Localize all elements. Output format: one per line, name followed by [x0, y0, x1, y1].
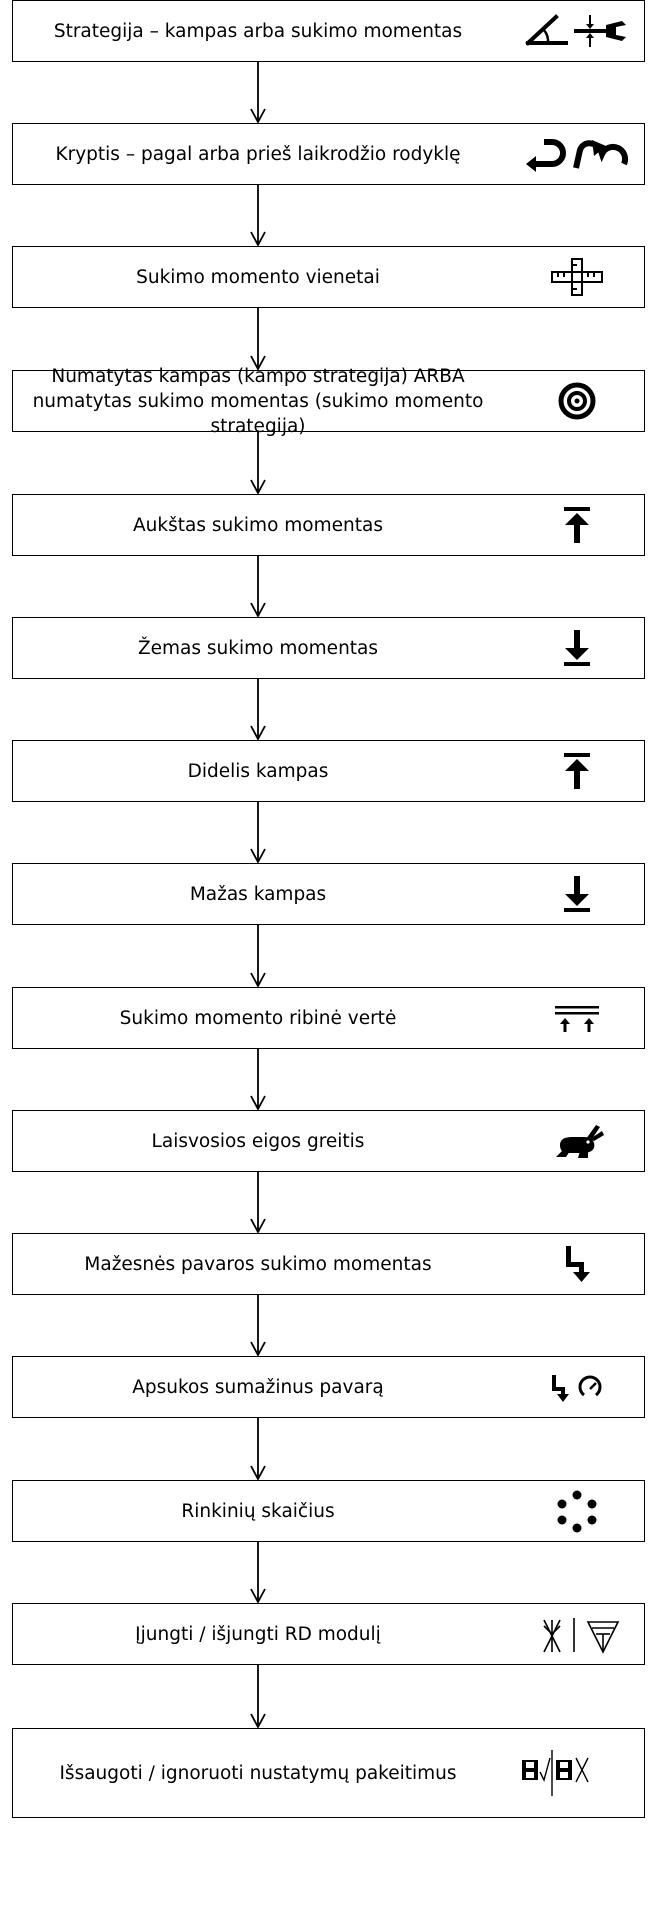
flow-step-1: Strategija – kampas arba sukimo momentas: [12, 0, 645, 62]
connector-arrow: [250, 679, 266, 740]
step-label: Žemas sukimo momentas: [137, 637, 379, 659]
rotation-direction-icon: [518, 124, 636, 184]
target-icon: [518, 371, 636, 431]
save-discard-icon: [518, 1729, 636, 1817]
step-label: Strategija – kampas arba sukimo momentas: [53, 20, 463, 42]
rf-module-icon: [518, 1604, 636, 1664]
flow-step-12: Apsukos sumažinus pavarą: [12, 1356, 645, 1418]
connector-arrow: [250, 925, 266, 987]
connector-arrow: [250, 1049, 266, 1110]
connector-arrow: [250, 308, 266, 370]
flow-step-9: Sukimo momento ribinė vertė: [12, 987, 645, 1049]
connector-arrow: [250, 62, 266, 123]
connector-arrow: [250, 556, 266, 617]
step-label: Rinkinių skaičius: [181, 1500, 335, 1522]
step-label: Apsukos sumažinus pavarą: [132, 1376, 384, 1398]
flow-step-11: Mažesnės pavaros sukimo momentas: [12, 1233, 645, 1295]
step-label: Įjungti / išjungti RD modulį: [135, 1623, 381, 1645]
low-limit-icon: [518, 864, 636, 924]
connector-arrow: [250, 1542, 266, 1603]
flow-step-14: Įjungti / išjungti RD modulį: [12, 1603, 645, 1665]
flow-step-3: Sukimo momento vienetai: [12, 246, 645, 308]
flow-step-4: Numatytas kampas (kampo strategija) ARBA…: [12, 365, 645, 437]
downshift-icon: [518, 1234, 636, 1294]
flow-step-6: Žemas sukimo momentas: [12, 617, 645, 679]
rabbit-speed-icon: [518, 1111, 636, 1171]
flow-step-15: Išsaugoti / ignoruoti nustatymų pakeitim…: [12, 1728, 645, 1818]
high-limit-icon: [518, 495, 636, 555]
flow-step-10: Laisvosios eigos greitis: [12, 1110, 645, 1172]
step-label: Laisvosios eigos greitis: [151, 1130, 365, 1152]
connector-arrow: [250, 1295, 266, 1356]
flow-step-2: Kryptis – pagal arba prieš laikrodžio ro…: [12, 123, 645, 185]
high-limit-icon: [518, 741, 636, 801]
downshift-speed-icon: [518, 1357, 636, 1417]
low-limit-icon: [518, 618, 636, 678]
connector-arrow: [250, 1665, 266, 1728]
connector-arrow: [250, 1418, 266, 1480]
torque-units-icon: [518, 247, 636, 307]
flow-step-5: Aukštas sukimo momentas: [12, 494, 645, 556]
step-label: Sukimo momento ribinė vertė: [119, 1007, 397, 1029]
connector-arrow: [250, 185, 266, 246]
step-label: Numatytas kampas (kampo strategija) ARBA…: [32, 365, 484, 437]
step-label: Kryptis – pagal arba prieš laikrodžio ro…: [55, 143, 461, 165]
threshold-icon: [518, 988, 636, 1048]
connector-arrow: [250, 1172, 266, 1233]
step-label: Sukimo momento vienetai: [136, 266, 380, 288]
connector-arrow: [250, 802, 266, 863]
step-label: Mažesnės pavaros sukimo momentas: [84, 1253, 432, 1275]
angle-torque-strategy-icon: [518, 1, 636, 61]
step-label: Didelis kampas: [187, 760, 329, 782]
step-label: Išsaugoti / ignoruoti nustatymų pakeitim…: [59, 1762, 457, 1784]
flow-step-8: Mažas kampas: [12, 863, 645, 925]
connector-arrow: [250, 432, 266, 494]
step-label: Aukštas sukimo momentas: [133, 514, 383, 536]
step-label: Mažas kampas: [189, 883, 327, 905]
flow-step-7: Didelis kampas: [12, 740, 645, 802]
flow-step-13: Rinkinių skaičius: [12, 1480, 645, 1542]
batch-dots-icon: [518, 1481, 636, 1541]
